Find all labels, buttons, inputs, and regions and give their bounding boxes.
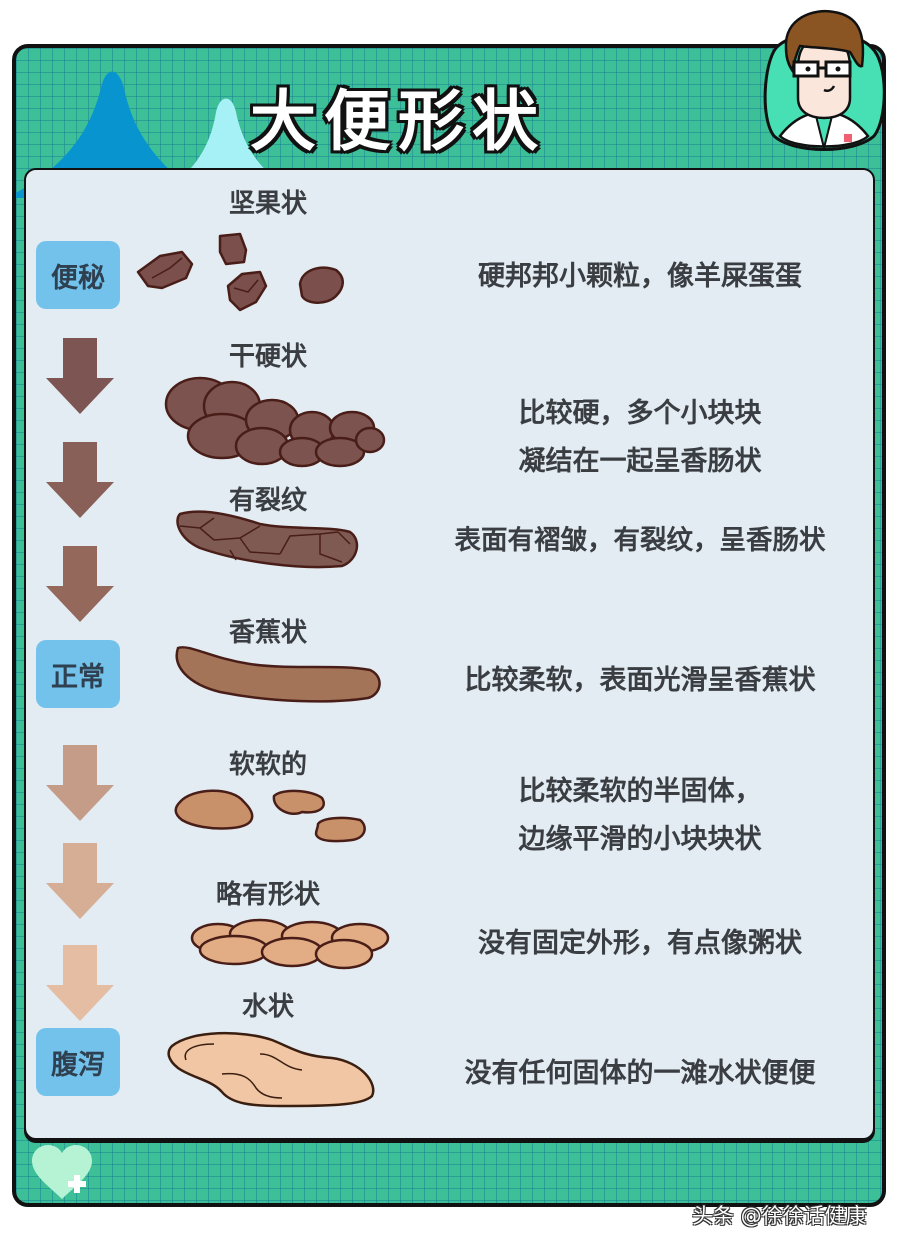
description-line: 没有任何固体的一滩水状便便 — [464, 1058, 816, 1089]
description-line: 没有固定外形，有点像粥状 — [478, 928, 802, 959]
mushy-stool-icon — [190, 918, 390, 970]
heart-plus-icon — [32, 1145, 92, 1199]
content-panel — [24, 168, 875, 1140]
description-line: 比较柔软，表面光滑呈香蕉状 — [464, 665, 816, 696]
type-label: 软软的 — [228, 750, 307, 780]
description-line: 表面有褶皱，有裂纹，呈香肠状 — [454, 525, 826, 556]
nut-shaped-stool-icon — [136, 232, 344, 312]
type-label: 坚果状 — [228, 189, 307, 219]
type-description: 比较硬，多个小块块 凝结在一起呈香肠状 — [400, 390, 880, 486]
dry-hard-stool-icon — [164, 376, 386, 468]
watermark: 头条 @徐徐话健康 — [692, 1204, 867, 1228]
cracked-stool-icon — [176, 510, 359, 569]
category-tag-diarrhea: 腹泻 — [36, 1028, 120, 1096]
type-description: 没有任何固体的一滩水状便便 — [400, 1050, 880, 1098]
doctor-avatar-icon — [763, 9, 886, 151]
banana-shaped-stool-icon — [175, 646, 381, 703]
down-arrow-icon — [46, 745, 114, 821]
type-label: 香蕉状 — [228, 618, 307, 648]
description-line: 硬邦邦小颗粒，像羊屎蛋蛋 — [478, 261, 802, 292]
down-arrow-icon — [46, 843, 114, 919]
down-arrow-icon — [46, 945, 114, 1021]
down-arrow-icon — [46, 546, 114, 622]
description-line: 边缘平滑的小块块状 — [518, 824, 762, 855]
soft-blob-stool-icon — [174, 789, 366, 843]
type-label: 水状 — [241, 992, 294, 1022]
description-line: 比较柔软的半固体， — [518, 776, 762, 807]
down-arrow-icon — [46, 338, 114, 414]
description-line: 凝结在一起呈香肠状 — [518, 446, 762, 477]
watery-stool-icon — [167, 1031, 375, 1108]
type-label: 干硬状 — [228, 342, 307, 372]
category-tag-normal: 正常 — [36, 640, 120, 708]
category-tag-constipation: 便秘 — [36, 241, 120, 309]
description-line: 比较硬，多个小块块 — [518, 398, 762, 429]
type-description: 硬邦邦小颗粒，像羊屎蛋蛋 — [400, 253, 880, 301]
type-label: 略有形状 — [215, 880, 320, 910]
down-arrow-icon — [46, 442, 114, 518]
type-description: 没有固定外形，有点像粥状 — [400, 920, 880, 968]
type-description: 比较柔软，表面光滑呈香蕉状 — [400, 657, 880, 705]
type-description: 比较柔软的半固体， 边缘平滑的小块块状 — [400, 768, 880, 864]
type-label: 有裂纹 — [228, 486, 307, 516]
type-description: 表面有褶皱，有裂纹，呈香肠状 — [400, 517, 880, 565]
page-title: 大便形状 — [250, 83, 546, 160]
peak-decoration-dark — [16, 71, 206, 198]
